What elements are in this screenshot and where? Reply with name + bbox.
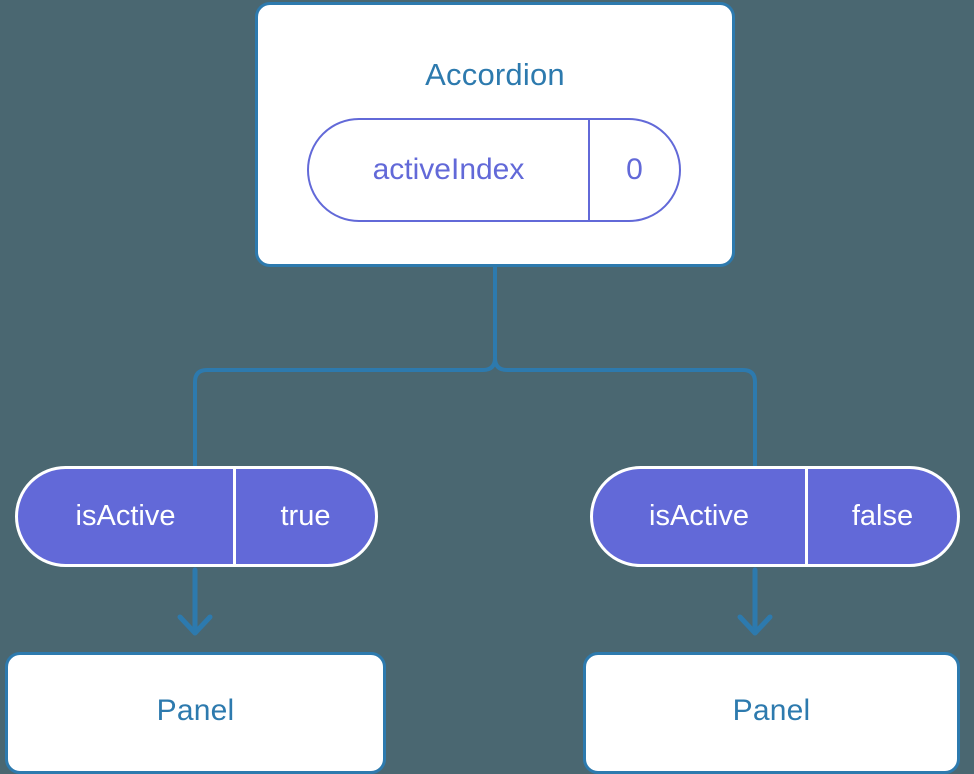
- prop-pill-is-active-false-value: false: [851, 500, 914, 532]
- prop-pill-is-active-true[interactable]: isActive true: [15, 466, 378, 567]
- connector-branch-right: [493, 356, 757, 472]
- node-panel-right-card[interactable]: Panel: [583, 652, 960, 774]
- node-panel-left-card[interactable]: Panel: [5, 652, 386, 774]
- prop-pill-active-index-key: activeIndex: [309, 120, 590, 220]
- connector-branch-left: [193, 356, 497, 472]
- node-panel-right-title: Panel: [732, 694, 811, 727]
- arrow-down-icon-left: [177, 567, 213, 636]
- prop-pill-active-index-value: 0: [626, 153, 643, 186]
- arrow-down-icon-right: [737, 567, 773, 636]
- prop-pill-is-active-true-value: true: [280, 500, 331, 532]
- prop-pill-active-index[interactable]: activeIndex 0: [307, 118, 681, 222]
- node-panel-left-title: Panel: [156, 694, 235, 727]
- node-accordion-title: Accordion: [425, 57, 565, 92]
- prop-pill-is-active-false-key: isActive: [593, 469, 808, 564]
- prop-pill-is-active-true-key: isActive: [18, 469, 236, 564]
- prop-pill-is-active-false[interactable]: isActive false: [590, 466, 960, 567]
